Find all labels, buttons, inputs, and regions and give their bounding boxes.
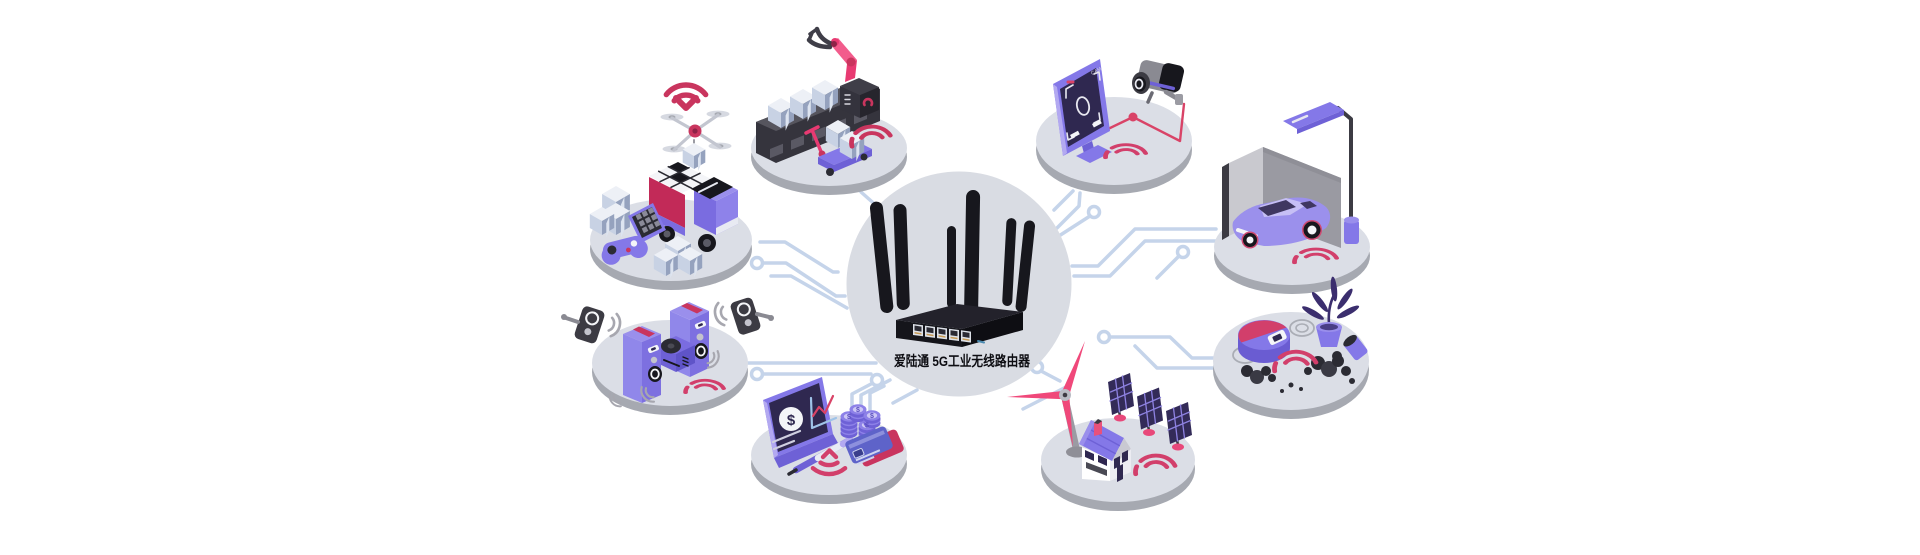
svg-text:$: $ [847, 414, 851, 421]
svg-text:$: $ [856, 407, 860, 414]
svg-text:$: $ [870, 413, 874, 420]
svg-text:$: $ [865, 423, 869, 430]
svg-text:CAM: CAM [1090, 66, 1103, 77]
svg-text:$: $ [787, 412, 796, 429]
svg-text:爱陆通 5G工业无线路由器: 爱陆通 5G工业无线路由器 [894, 353, 1031, 369]
